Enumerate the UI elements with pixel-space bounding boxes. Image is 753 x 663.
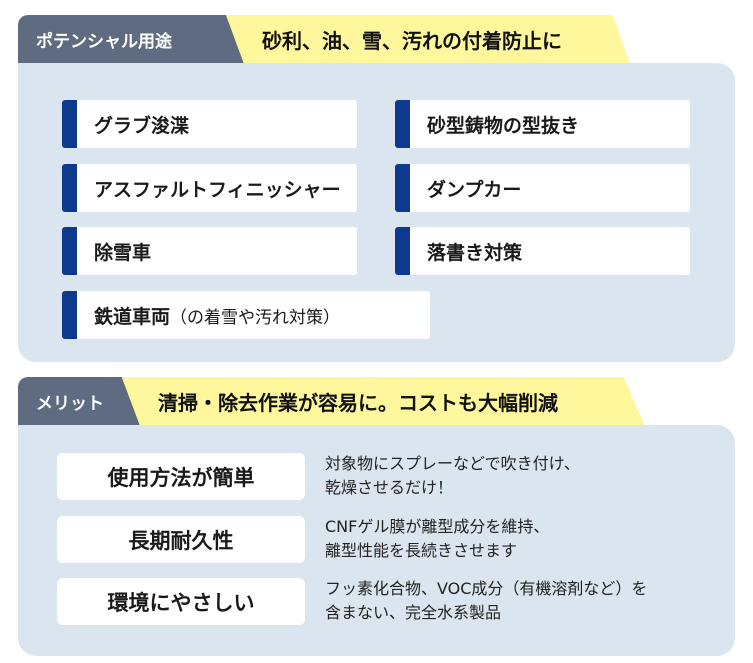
accent-bar: [395, 164, 410, 212]
merit-label: 環境にやさしい: [57, 578, 305, 625]
use-item: 除雪車: [62, 227, 357, 275]
use-label: ダンプカー: [427, 178, 522, 201]
merit-headline: 清掃・除去作業が容易に。コストも大幅削減: [110, 377, 645, 426]
use-label: グラブ浚渫: [94, 114, 190, 137]
desc-line: 対象物にスプレーなどで吹き付け、: [325, 454, 580, 473]
use-label: 落書き対策: [427, 241, 523, 264]
accent-bar: [62, 291, 77, 339]
merit-label: 長期耐久性: [57, 516, 305, 563]
use-label: 鉄道車両: [94, 305, 171, 328]
use-label: 除雪車: [94, 241, 152, 264]
desc-line: 乾燥させるだけ！: [325, 478, 454, 497]
use-item: グラブ浚渫: [62, 100, 357, 148]
merit-label: 使用方法が簡単: [57, 453, 305, 500]
use-label: アスファルトフィニッシャー: [94, 178, 341, 201]
use-label: 砂型鋳物の型抜き: [427, 114, 580, 137]
accent-bar: [395, 227, 410, 275]
merit-description: 対象物にスプレーなどで吹き付け、乾燥させるだけ！: [325, 452, 735, 500]
accent-bar: [62, 227, 77, 275]
merit-description: CNFゲル膜が離型成分を維持、離型性能を長続きさせます: [325, 515, 735, 563]
desc-line: CNFゲル膜が離型成分を維持、: [325, 517, 550, 536]
accent-bar: [395, 100, 410, 148]
accent-bar: [62, 100, 77, 148]
desc-line: フッ素化合物、VOC成分（有機溶剤など）を: [325, 579, 648, 598]
merit-tab: メリット: [18, 377, 140, 426]
use-item: アスファルトフィニッシャー: [62, 164, 357, 212]
use-note: （の着雪や汚れ対策）: [170, 307, 341, 328]
potential-tab: ポテンシャル用途: [18, 15, 244, 64]
accent-bar: [62, 164, 77, 212]
use-item: ダンプカー: [395, 164, 690, 212]
desc-line: 離型性能を長続きさせます: [325, 541, 518, 560]
potential-headline: 砂利、油、雪、汚れの付着防止に: [200, 15, 630, 64]
desc-line: 含まない、完全水系製品: [325, 603, 502, 622]
use-item: 鉄道車両（の着雪や汚れ対策）: [62, 291, 430, 339]
merit-description: フッ素化合物、VOC成分（有機溶剤など）を含まない、完全水系製品: [325, 577, 735, 625]
use-item: 砂型鋳物の型抜き: [395, 100, 690, 148]
use-item: 落書き対策: [395, 227, 690, 275]
